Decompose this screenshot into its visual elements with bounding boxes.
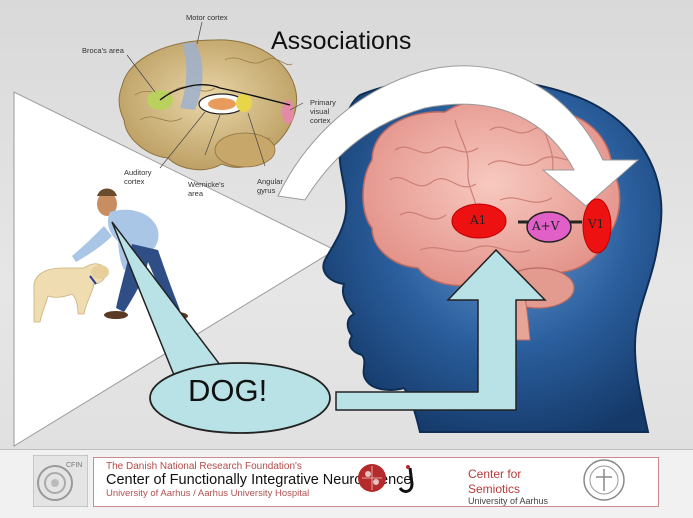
cfin-logo-icon: CFIN [33,455,88,507]
label-angular-gyrus: Angular gyrus [257,177,283,195]
auditory-region [208,98,236,110]
footer-foundation: The Danish National Research Foundation'… [106,461,302,472]
small-cerebellum [215,133,275,167]
j-logo-icon [394,464,420,496]
university-seal-icon [580,457,628,503]
angular-gyrus-region [236,94,252,112]
label-auditory-cortex: Auditory cortex [124,168,152,186]
label-primary-visual: Primary visual cortex [310,98,336,125]
region-av-label: A+V [532,219,559,233]
neuron-logo-icon [356,460,388,496]
slide-title: Associations [271,27,411,56]
label-broca: Broca's area [82,46,124,55]
footer-semiotics-line1: Center for [468,467,521,481]
footer-semiotics-university: University of Aarhus [468,496,548,506]
footer-university: University of Aarhus / Aarhus University… [106,488,309,499]
label-wernicke: Wernicke's area [188,180,224,198]
region-a1-label: A1 [470,213,486,227]
region-v1-label: V1 [588,217,604,231]
cfin-logo-text: CFIN [66,462,82,469]
speech-text: DOG! [188,373,267,409]
footer-semiotics-line2: Semiotics [468,482,520,496]
label-motor-cortex: Motor cortex [186,13,228,22]
